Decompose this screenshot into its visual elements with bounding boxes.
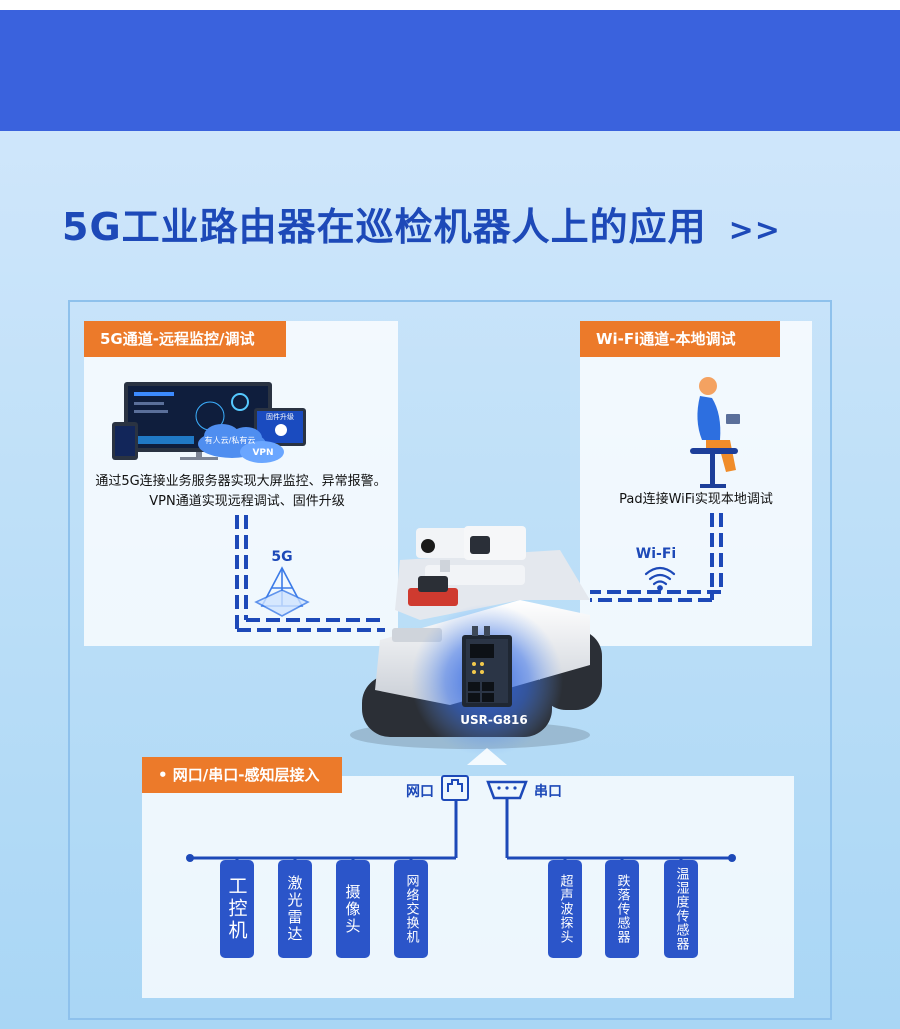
panel-5g bbox=[84, 321, 398, 646]
panel-wifi-desc: Pad连接WiFi实现本地调试 bbox=[619, 491, 773, 507]
ethernet-label: 网口 bbox=[406, 784, 434, 800]
vpn-label: VPN bbox=[252, 448, 273, 458]
title-arrows: >> bbox=[728, 213, 781, 248]
serial-bus-end bbox=[728, 854, 736, 862]
serial-port-icon bbox=[486, 780, 528, 800]
panel-5g-desc-line1: 通过5G连接业务服务器实现大屏监控、异常报警。 bbox=[95, 473, 386, 489]
ethernet-port-icon bbox=[441, 775, 469, 801]
serial-label: 串口 bbox=[534, 783, 562, 800]
wifi-icon bbox=[644, 566, 676, 591]
device-temp-humidity-sensor: 温湿度传感器 bbox=[664, 860, 698, 958]
device-industrial-pc: 工控机 bbox=[220, 860, 254, 958]
panel-5g-desc-line2: VPN通道实现远程调试、固件升级 bbox=[149, 494, 344, 509]
tag-wifi-channel: Wi-Fi通道-本地调试 bbox=[580, 321, 780, 357]
wifi-signal-label: Wi-Fi bbox=[636, 546, 676, 562]
diagram-frame bbox=[68, 300, 832, 1020]
router-pointer bbox=[467, 748, 507, 765]
wifi-channel-path bbox=[590, 513, 723, 602]
device-ultrasonic-probe: 超声波探头 bbox=[548, 860, 582, 958]
device-lidar: 激光雷达 bbox=[278, 860, 312, 958]
router-model-label: USR-G816 bbox=[460, 713, 528, 727]
firmware-badge-text: 固件升级 bbox=[266, 412, 294, 421]
tag-5g-channel: 5G通道-远程监控/调试 bbox=[84, 321, 286, 357]
device-fall-sensor: 跌落传感器 bbox=[605, 860, 639, 958]
5g-channel-path bbox=[235, 515, 385, 632]
tag-perception-layer: • 网口/串口-感知层接入 bbox=[142, 757, 342, 793]
page-title-text: 5G工业路由器在巡检机器人上的应用 bbox=[62, 205, 707, 249]
5g-tower-icon bbox=[254, 566, 310, 617]
cloud-icon: 有人云/私有云 VPN bbox=[198, 424, 284, 463]
page-title: 5G工业路由器在巡检机器人上的应用 >> bbox=[62, 196, 781, 251]
5g-signal-label: 5G bbox=[271, 549, 292, 565]
device-network-switch: 网络交换机 bbox=[394, 860, 428, 958]
person-with-pad-icon bbox=[690, 377, 740, 488]
device-camera: 摄像头 bbox=[336, 860, 370, 958]
header-band bbox=[0, 10, 900, 131]
cloud-label: 有人云/私有云 bbox=[205, 435, 256, 445]
router-device-icon bbox=[462, 626, 512, 707]
ethernet-bus-end bbox=[186, 854, 194, 862]
